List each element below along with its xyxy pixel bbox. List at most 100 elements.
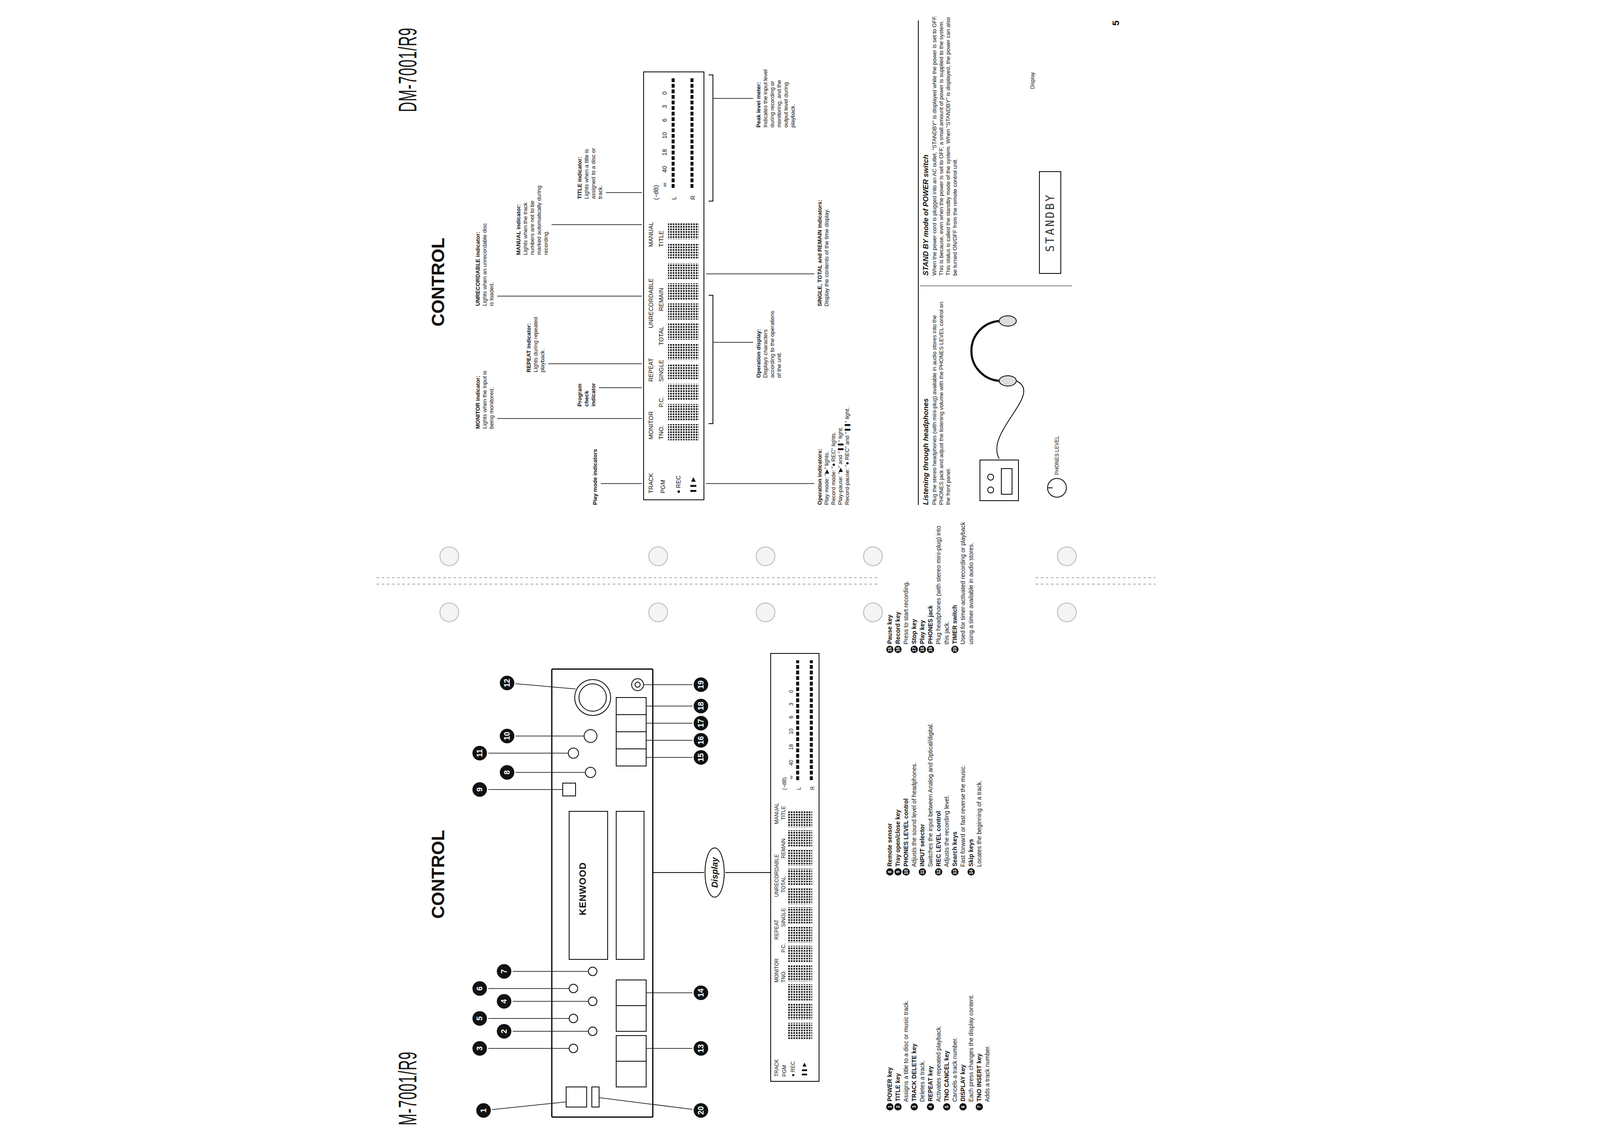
leader-line [600, 483, 642, 484]
annotation-block: MANUAL indicator:Lights when the track n… [515, 182, 550, 256]
annotation-block: STAND BY mode of POWER switchWhen the po… [920, 14, 959, 276]
annotation-heading: Listening through headphones [920, 295, 932, 505]
jack-unit-detail [987, 474, 994, 481]
part-name: TRACK DELETE key [910, 1043, 919, 1102]
node-text: ❚❚ ▶ [801, 1062, 808, 1077]
node-text: MANUAL [773, 802, 780, 825]
part-name: DISPLAY key [958, 1064, 968, 1102]
segment-cell [788, 926, 813, 943]
callout-number: 11 [472, 745, 487, 761]
segment-cell [667, 222, 699, 240]
small-key [569, 1014, 578, 1023]
transport-key [616, 1035, 647, 1062]
node-text: SINGLE [780, 908, 787, 927]
list-row: 6DISPLAY key [958, 896, 968, 1111]
transport-key [616, 979, 647, 1006]
callout-number: 5 [472, 1011, 487, 1026]
display-panel: TRACKPGM● REC❚❚ ▶MONITORREPEATUNRECORDAB… [643, 71, 705, 501]
parts-list: 1POWER key2TITLE keyAssigns a title to a… [885, 896, 992, 1111]
node-text: REPEAT [773, 919, 780, 940]
part-name: Skip keys [967, 838, 976, 867]
small-key [588, 967, 597, 976]
list-row: 18Play key [918, 516, 927, 654]
parts-list: 8Remote sensor9Tray open/close key10PHON… [885, 665, 984, 876]
annotation-block: TITLE indicator:Lights when a title is a… [576, 134, 604, 199]
part-description: Used for timer-activated recording or pl… [958, 516, 976, 645]
phones-level-knob [1047, 478, 1067, 498]
punch-hole [1057, 546, 1077, 566]
node-text: TOTAL [657, 326, 665, 346]
segment-cell [788, 1022, 813, 1039]
part-name: REC LEVEL control [934, 810, 943, 867]
level-bar [796, 660, 800, 781]
segment-cell [667, 424, 699, 441]
part-description: Locates the beginning of a track. [975, 780, 984, 867]
callout-number: 8 [886, 868, 894, 876]
small-key [588, 997, 597, 1006]
callout-number: 3 [472, 1041, 487, 1056]
annotation-heading: UNRECORDABLE indicator: [474, 220, 482, 306]
node-text: TRACK [773, 1059, 780, 1077]
punch-hole [756, 546, 775, 566]
node-text: SINGLE [657, 359, 665, 382]
segment-cell [788, 868, 813, 885]
part-name: TNO INSERT key [975, 1053, 984, 1102]
connector-line [653, 872, 704, 873]
annotation-block: UNRECORDABLE indicator:Lights when an un… [474, 220, 496, 306]
list-row: Locates the beginning of a track. [975, 665, 984, 876]
node-text: TITLE [657, 230, 665, 247]
callout-number: 19 [693, 677, 709, 692]
callout-number: 11 [918, 868, 927, 876]
leader-line [599, 1097, 693, 1110]
node-text: ❚❚ ▶ [689, 477, 697, 494]
segment-cell [667, 283, 699, 300]
display-callout-oval: Display [703, 846, 726, 899]
leader-line [497, 295, 642, 297]
phones-jack-hole [635, 682, 641, 688]
list-row: Fast forward or fast reverse the music. [958, 665, 968, 876]
leader-line [488, 1047, 570, 1049]
annotation-block: Peak level meter:Indicates the input lev… [755, 63, 797, 128]
list-row: 2TITLE key [893, 896, 903, 1111]
leader-line [515, 771, 586, 773]
part-description: Cancels a track number. [950, 1037, 959, 1102]
callout-number: 7 [975, 1103, 983, 1111]
annotation-heading: MANUAL indicator: [515, 182, 523, 256]
annotation-heading: SINGLE, TOTAL and REMAIN indicators: [816, 126, 824, 307]
list-row: Used for timer-activated recording or pl… [958, 516, 976, 654]
list-row: Deletes a track. [918, 896, 927, 1111]
list-row: 14Skip keys [967, 665, 976, 876]
list-row: 13Search keys [950, 665, 959, 876]
leader-line [512, 970, 589, 972]
annotation-block: SINGLE, TOTAL and REMAIN indicators:Disp… [816, 126, 831, 307]
punch-hole [439, 546, 459, 566]
node-text: P.C. [657, 396, 665, 408]
part-name: TNO CANCEL key [942, 1050, 951, 1102]
part-description: Fast forward or fast reverse the music. [958, 764, 968, 867]
callout-number: 2 [496, 1024, 512, 1039]
headband [971, 320, 1002, 381]
part-name: Play key [918, 620, 927, 645]
annotation-block: REPEAT indicator:Lights during repeated … [525, 308, 547, 373]
callout-number: 15 [693, 750, 709, 765]
node-text: TNO. [657, 425, 665, 440]
list-row: Adjusts the recording level. [942, 665, 951, 876]
segment-cell [788, 964, 813, 982]
parts-list: 15Pause key16Record keyPress to start re… [885, 516, 976, 654]
list-row: Plug headphones (with stereo mini-plug) … [934, 516, 951, 654]
remote-sensor [562, 783, 576, 796]
annotation-block: 5 [1112, 8, 1120, 26]
segment-cell [788, 945, 813, 962]
punch-hole [439, 602, 459, 622]
callout-number: 13 [693, 1041, 709, 1056]
list-row: Cancels a track number. [950, 896, 959, 1111]
connector-line [725, 872, 771, 873]
headphone-cord [996, 380, 1024, 459]
segment-cell [667, 383, 699, 401]
node-text: UNRECORDABLE [773, 854, 780, 897]
annotation-heading: 5 [1112, 8, 1120, 26]
annotation-text: Lights when an unrecordable disc is load… [481, 220, 496, 306]
fold-line [1035, 583, 1156, 585]
annotation-text: Lights when a title is assigned to a dis… [583, 134, 604, 199]
